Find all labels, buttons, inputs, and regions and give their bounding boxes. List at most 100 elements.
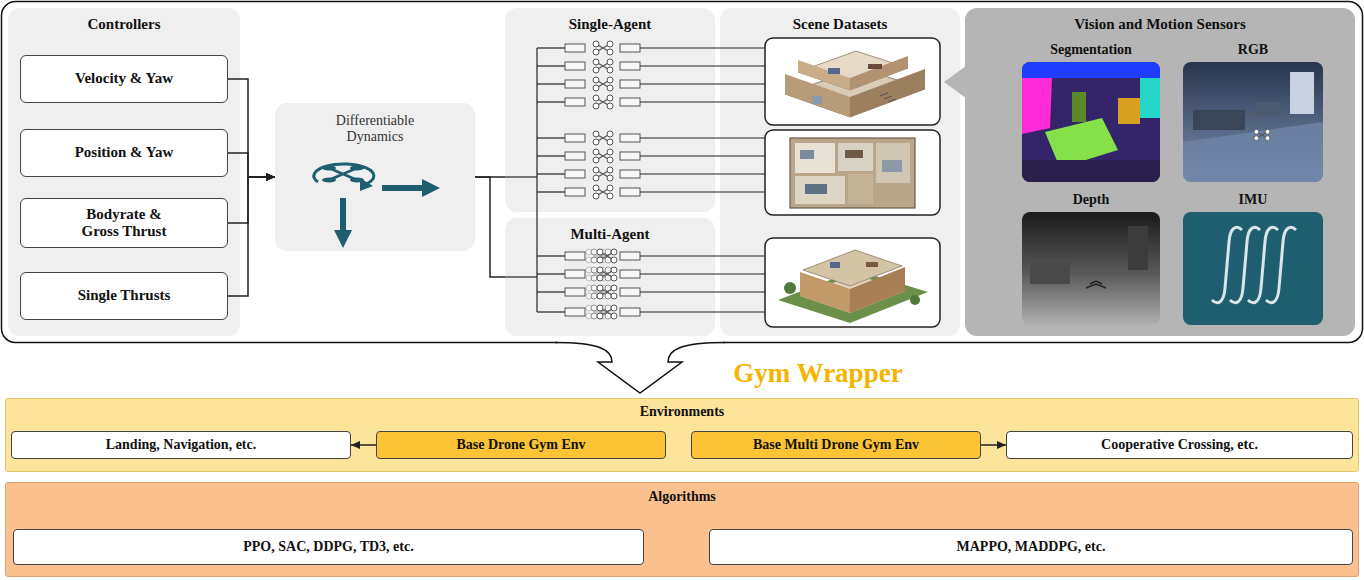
group-panel: Scene Datasets xyxy=(720,8,960,336)
connector-line xyxy=(228,177,275,223)
imu-image xyxy=(1230,227,1260,302)
imu-image xyxy=(1212,227,1242,302)
scene-image xyxy=(785,74,850,117)
controller-box: Position & Yaw xyxy=(20,129,228,177)
segmentation-image xyxy=(1022,62,1160,182)
connector-line xyxy=(981,444,1006,446)
floor-plan-image xyxy=(790,138,915,208)
dynamics-icon xyxy=(340,198,346,232)
box-label: Single Thrusts xyxy=(78,287,171,304)
drone-bus xyxy=(537,59,765,73)
drone-bus xyxy=(537,149,765,163)
outer-frame xyxy=(2,2,1363,343)
panel-heading: Controllers xyxy=(14,16,234,33)
drone-bus xyxy=(505,276,537,277)
arrow-head xyxy=(266,173,275,181)
group-panel: Single-Agent xyxy=(505,8,715,212)
panel-heading: Algorithms xyxy=(12,489,1352,505)
connector-line xyxy=(475,177,505,277)
drone-bus xyxy=(505,176,537,177)
panel-heading: IMU xyxy=(1189,192,1317,208)
box-label: Landing, Navigation, etc. xyxy=(106,437,257,453)
item-box: Landing, Navigation, etc. xyxy=(11,431,351,459)
scene-image xyxy=(798,60,850,90)
sensor-tile: Depth xyxy=(1022,190,1160,325)
floor-plan-image xyxy=(876,143,910,183)
scene-image xyxy=(828,68,840,74)
scene-image xyxy=(765,238,940,327)
depth-image xyxy=(1030,262,1070,284)
rgb-image xyxy=(1193,110,1245,130)
panel-heading: Differentiable Dynamics xyxy=(313,113,437,145)
drone-bus xyxy=(536,48,537,312)
imu-image xyxy=(1248,227,1278,302)
panel-heading: Scene Datasets xyxy=(726,16,954,33)
drone-bus xyxy=(537,267,765,281)
connector xyxy=(228,173,275,223)
segmentation-image xyxy=(1045,118,1118,168)
drone-bus xyxy=(537,249,765,263)
segmentation-image xyxy=(1140,78,1160,118)
item-box: MAPPO, MADDPG, etc. xyxy=(709,529,1353,565)
group-panel: Multi-Agent xyxy=(505,218,715,336)
drone-bus xyxy=(537,41,765,55)
dynamics-icon xyxy=(314,164,374,184)
scene-image xyxy=(784,282,796,294)
floor-plan-image xyxy=(765,130,940,215)
scene-image xyxy=(910,295,920,305)
drone-bus xyxy=(537,167,765,181)
scene-image xyxy=(798,51,908,90)
controller-box: Single Thrusts xyxy=(20,272,228,320)
drone-bus xyxy=(537,95,765,109)
panel-heading: Vision and Motion Sensors xyxy=(971,16,1349,33)
connector-line xyxy=(228,79,275,177)
segmentation-image xyxy=(1022,78,1052,134)
connector xyxy=(228,153,275,181)
arrow-head xyxy=(351,441,360,449)
controller-box: Bodyrate & Gross Thrust xyxy=(20,198,228,248)
imu-image xyxy=(1183,212,1323,325)
dynamics-icon xyxy=(329,168,357,180)
sensor-tile: Segmentation xyxy=(1022,40,1160,182)
scene-image xyxy=(765,38,940,125)
connector-line xyxy=(475,176,505,178)
drone-bus xyxy=(537,77,765,91)
scene-image xyxy=(800,274,905,313)
depth-image xyxy=(1128,226,1148,270)
scene-image xyxy=(850,267,905,313)
scene-image xyxy=(880,93,896,102)
scene-image xyxy=(778,270,928,323)
box-label: Base Drone Gym Env xyxy=(456,437,585,453)
rgb-image xyxy=(1255,102,1281,116)
scene-image xyxy=(803,250,902,286)
wrapper-title: Gym Wrapper xyxy=(718,358,918,389)
panel-heading: Single-Agent xyxy=(511,16,709,33)
panel-heading: RGB xyxy=(1189,42,1317,58)
floor-plan-image xyxy=(838,143,873,171)
scene-image xyxy=(866,262,878,267)
connector-line xyxy=(228,153,275,177)
sensor-panel: Vision and Motion SensorsSegmentation RGB… xyxy=(965,8,1355,336)
connector xyxy=(981,441,1006,449)
floor-plan-image xyxy=(765,130,940,215)
connector xyxy=(351,441,376,449)
rgb-image xyxy=(1290,72,1314,114)
rgb-image xyxy=(1254,129,1270,140)
box-label: Bodyrate & Gross Thrust xyxy=(75,206,173,241)
box-label: Position & Yaw xyxy=(75,144,174,161)
connector-line xyxy=(351,444,376,446)
panel-heading: Environments xyxy=(12,404,1352,420)
panel-heading: Segmentation xyxy=(1028,42,1154,58)
panel-heading: Depth xyxy=(1028,192,1154,208)
box-label: Cooperative Crossing, etc. xyxy=(1101,437,1258,453)
rgb-image xyxy=(1183,62,1323,182)
scene-image xyxy=(765,38,940,125)
drone-bus xyxy=(537,185,765,199)
segmentation-image xyxy=(1022,62,1160,78)
rgb-image xyxy=(1183,122,1323,182)
floor-plan-image xyxy=(795,176,845,204)
connector xyxy=(228,173,275,296)
floor-plan-image xyxy=(882,160,902,172)
box-label: MAPPO, MADDPG, etc. xyxy=(957,539,1106,555)
connector-line xyxy=(228,177,275,296)
